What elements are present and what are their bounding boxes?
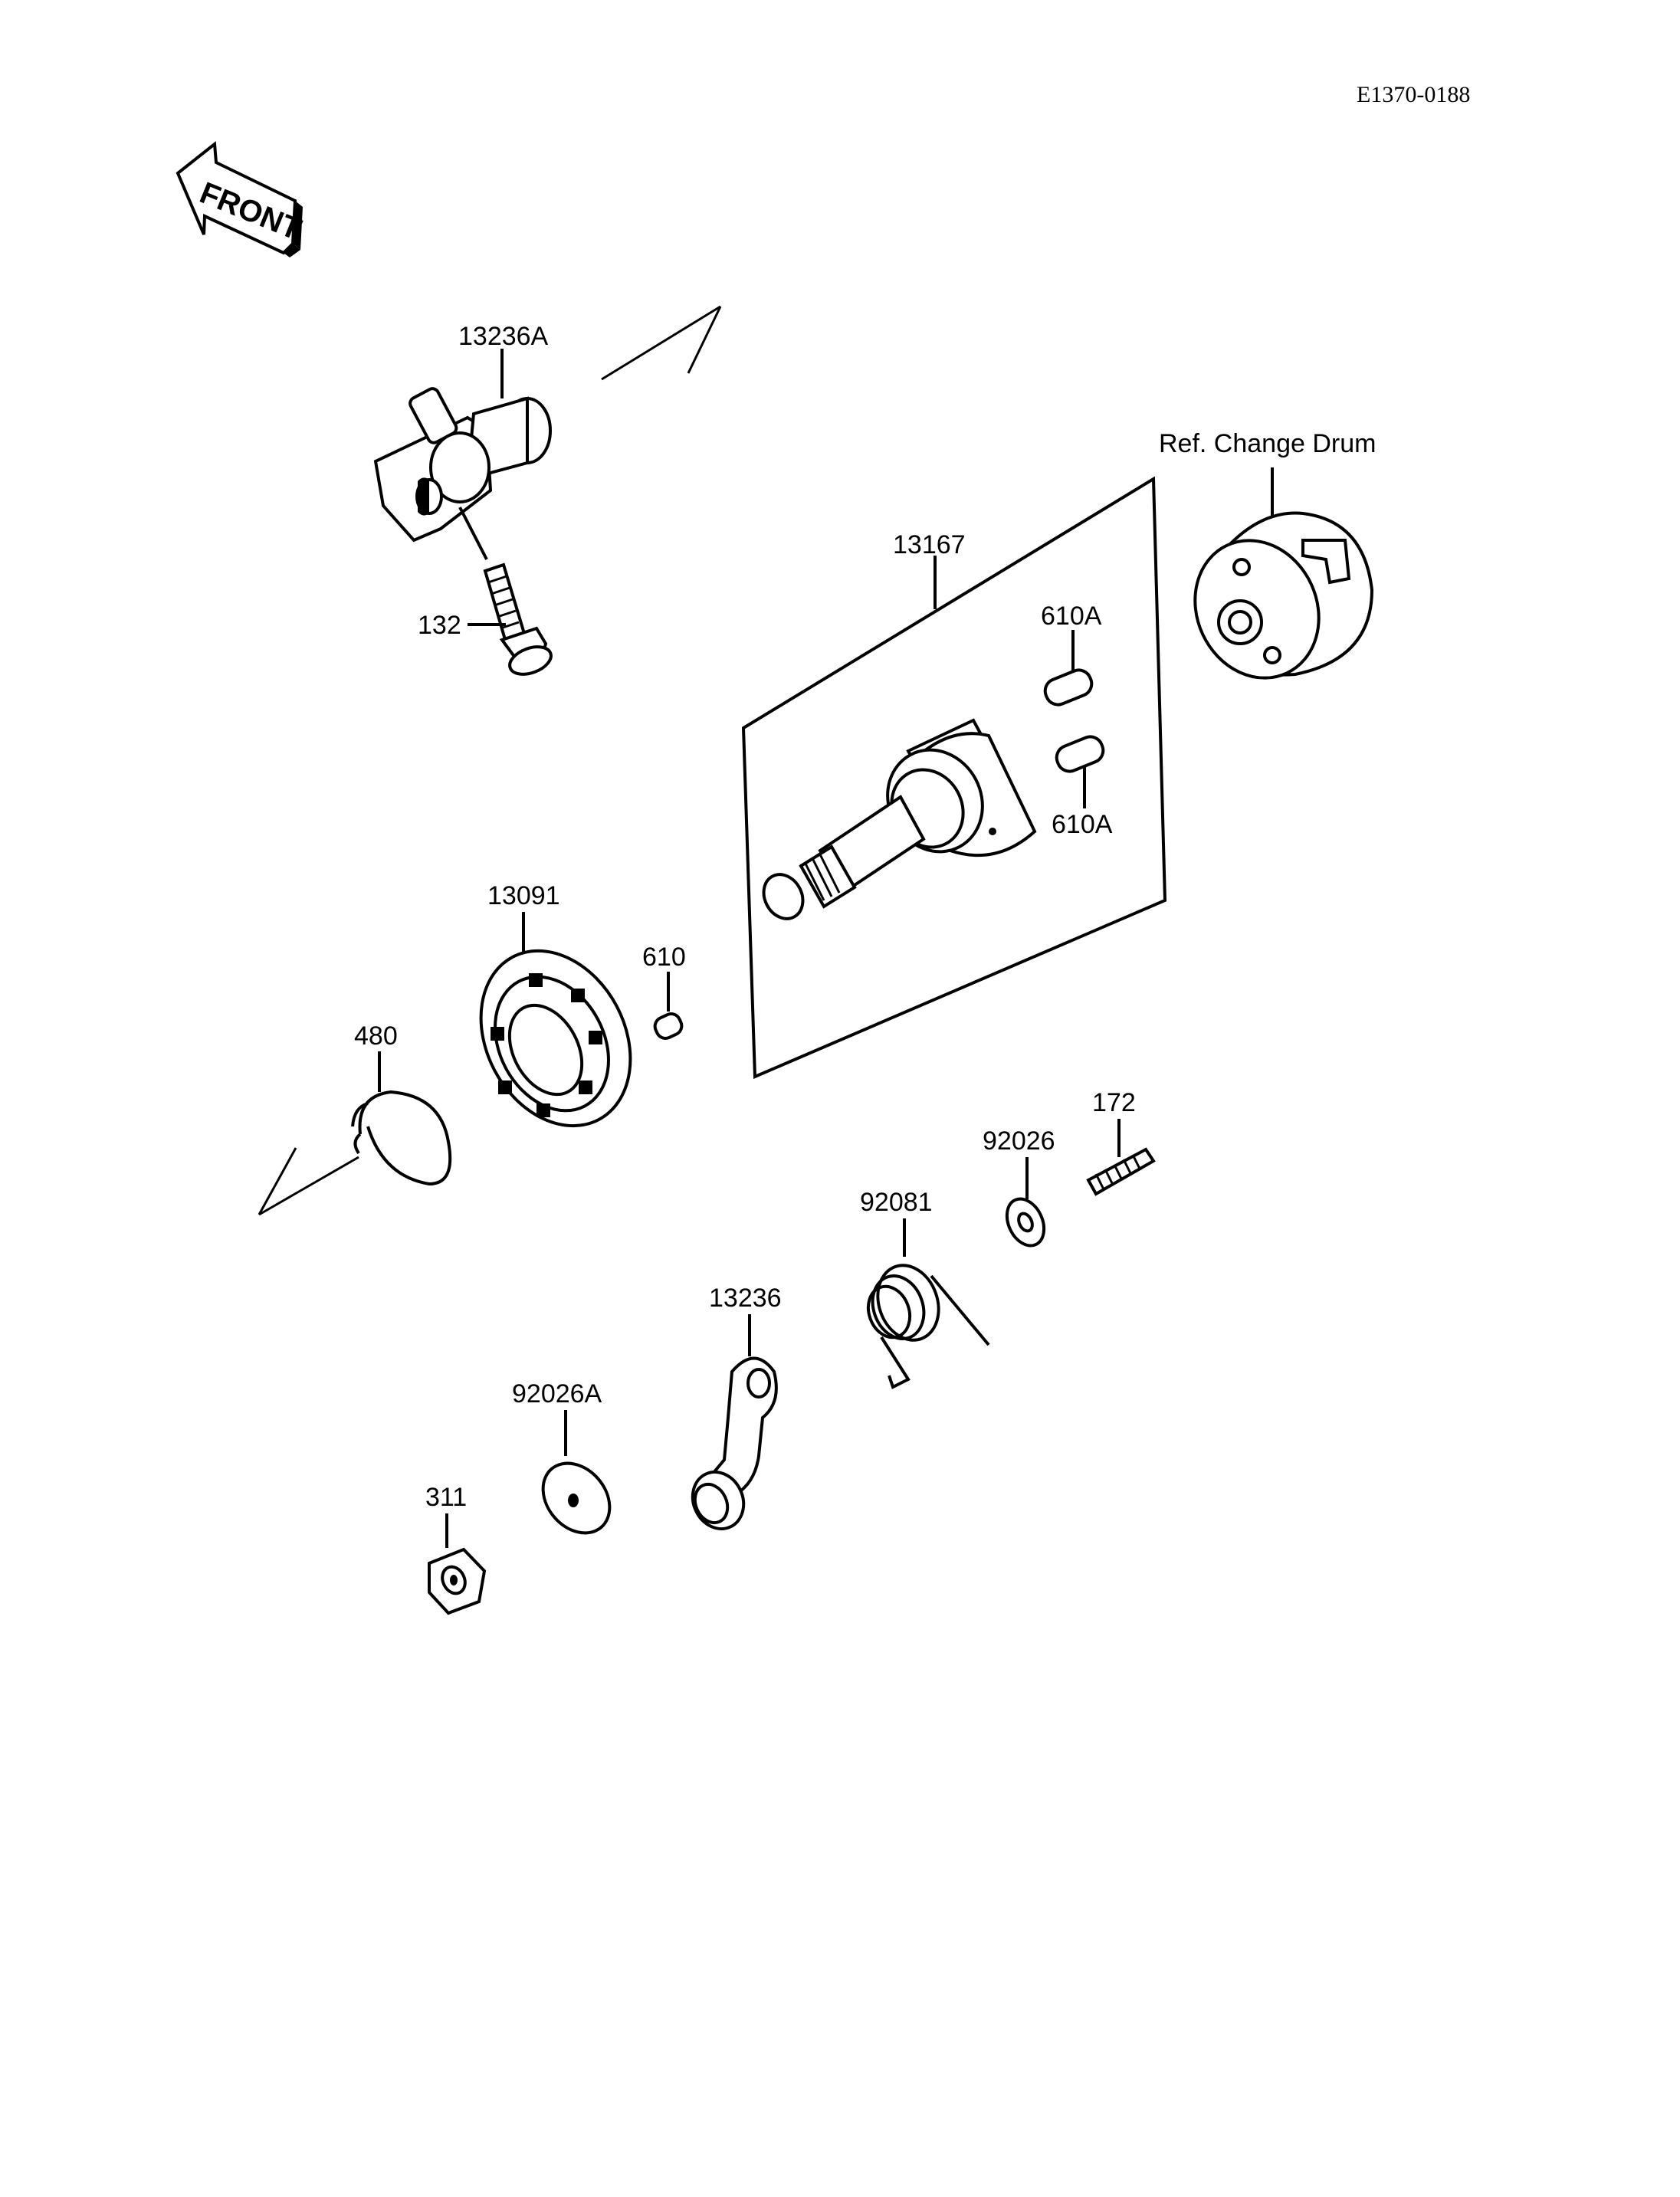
nut-311	[428, 1513, 487, 1615]
label-ref-change-drum: Ref. Change Drum	[1159, 429, 1376, 458]
pin-610A-top	[1043, 630, 1094, 707]
washer-92026	[1005, 1157, 1046, 1248]
label-13167: 13167	[893, 530, 966, 559]
label-92026A: 92026A	[512, 1379, 602, 1408]
lever-13236	[691, 1314, 778, 1530]
shift-lever-clamp	[373, 349, 552, 560]
shift-shaft-assembly-frame	[741, 476, 1167, 1079]
direction-line-top	[601, 305, 722, 381]
label-480: 480	[354, 1021, 398, 1051]
label-13236A: 13236A	[458, 322, 549, 351]
washer-92026A	[541, 1410, 612, 1535]
label-610A-top: 610A	[1041, 602, 1102, 631]
direction-line-bottom	[258, 1147, 359, 1216]
pin-610A-bottom	[1055, 735, 1105, 808]
diagram-code: E1370-0188	[1357, 82, 1470, 107]
label-610: 610	[642, 943, 686, 972]
label-13091: 13091	[487, 881, 560, 910]
label-13236: 13236	[709, 1284, 782, 1313]
shift-shaft	[762, 718, 1037, 920]
label-92081: 92081	[860, 1188, 933, 1217]
stud-172	[1086, 1119, 1156, 1196]
label-92026: 92026	[983, 1126, 1055, 1156]
gear-plate-13091	[479, 912, 632, 1128]
label-132: 132	[418, 611, 461, 640]
label-311: 311	[425, 1483, 467, 1512]
bolt-132	[468, 562, 553, 676]
label-610A-bottom: 610A	[1052, 810, 1113, 839]
circlip-480	[351, 1051, 452, 1186]
change-drum	[1193, 467, 1374, 680]
pin-610	[653, 972, 684, 1040]
front-arrow-icon: FRONT	[176, 141, 306, 257]
spring-92081	[866, 1218, 990, 1389]
label-172: 172	[1092, 1088, 1136, 1117]
